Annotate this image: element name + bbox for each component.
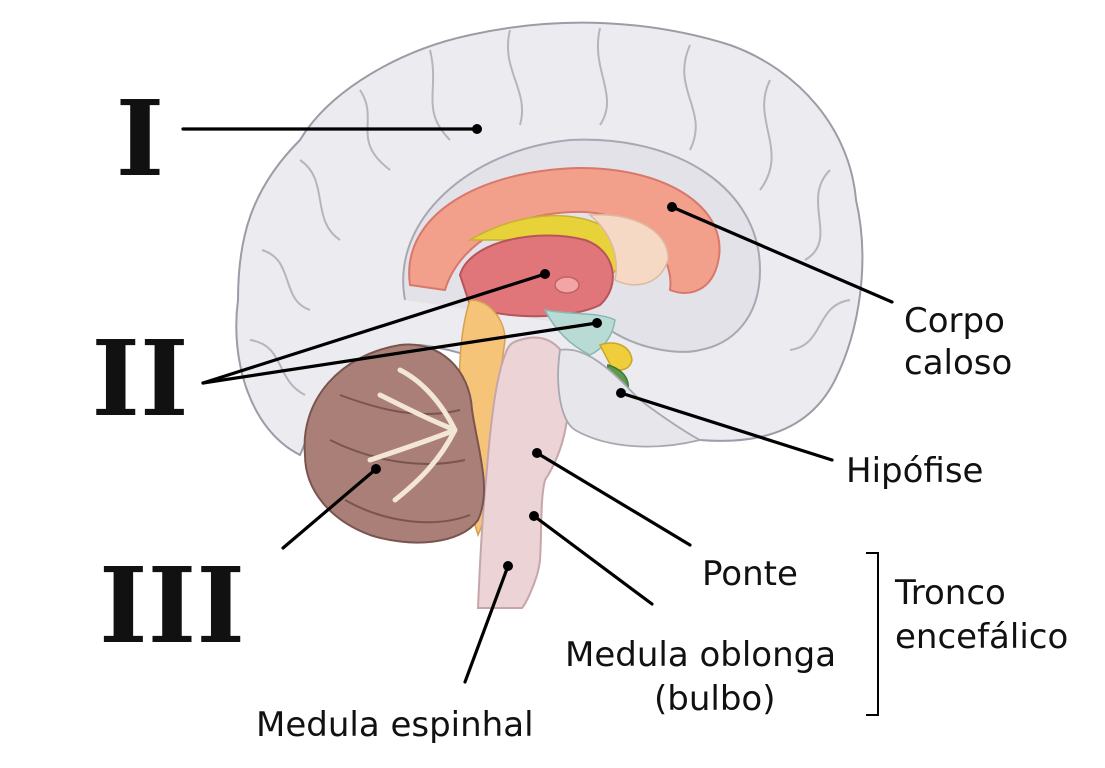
leader-lines	[181, 124, 894, 716]
leader-corpo-caloso	[670, 205, 894, 304]
label-caloso: caloso	[904, 343, 1012, 383]
label-medula-espinhal: Medula espinhal	[256, 705, 534, 745]
label-medula-oblonga: Medula oblonga	[565, 635, 836, 675]
label-ponte: Ponte	[702, 554, 798, 594]
leader-hipofise	[619, 391, 834, 462]
label-iii: III	[99, 544, 245, 667]
label-corpo: Corpo	[904, 301, 1005, 341]
label-tronco: Tronco	[894, 573, 1006, 613]
leader-medula-espinhal	[463, 564, 510, 684]
label-i: I	[116, 77, 165, 200]
leader-ii-thalamus	[201, 272, 547, 385]
label-hipofise: Hipófise	[846, 451, 983, 491]
label-bulbo: (bulbo)	[654, 679, 776, 719]
leader-ponte	[535, 451, 692, 547]
leader-iii	[281, 467, 378, 550]
leader-ii-hypothalamus	[201, 321, 599, 385]
label-ii: II	[91, 317, 188, 440]
label-encefalico: encefálico	[895, 617, 1068, 657]
corpus-callosum	[408, 166, 721, 294]
brainstem-bracket	[866, 552, 879, 716]
leader-medula-oblonga	[532, 514, 654, 606]
